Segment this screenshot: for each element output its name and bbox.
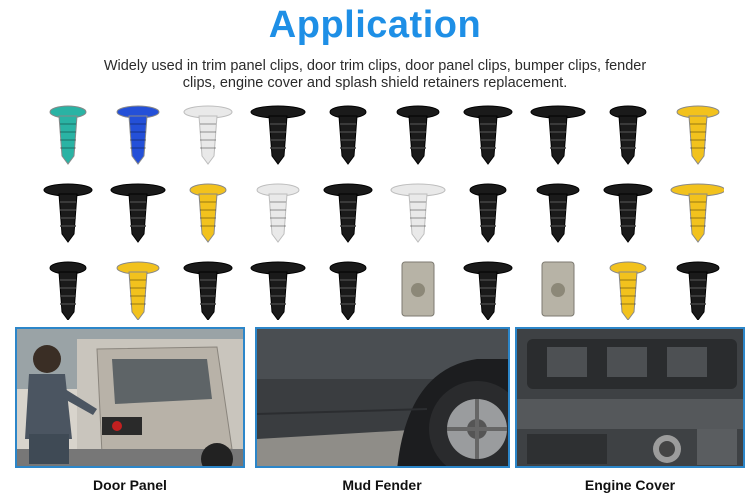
- black-square-clip-icon: [110, 183, 166, 243]
- white-nut-clip-icon: [390, 183, 446, 243]
- yellow-fork-clip-icon: [676, 105, 720, 165]
- black-flange-clip-icon: [49, 261, 87, 320]
- black-push-rivet-icon: [396, 105, 440, 165]
- black-prong-clip-icon: [530, 105, 586, 165]
- metal-u-nut-icon: [401, 261, 435, 317]
- black-mushroom-clip-icon: [43, 183, 93, 243]
- black-screw-clip-icon: [463, 105, 513, 165]
- metal-speed-nut-icon: [541, 261, 575, 317]
- caption-mud-fender: Mud Fender: [342, 477, 422, 493]
- black-bolt-icon: [603, 183, 653, 243]
- mud-fender-photo: [255, 327, 510, 468]
- black-push-pin-icon: [323, 183, 373, 243]
- black-threaded-clip-icon: [329, 261, 367, 320]
- engine-cover-photo: [515, 327, 745, 468]
- clip-grid: [43, 105, 724, 320]
- black-long-pin-icon: [469, 183, 507, 243]
- yellow-bumper-clip-icon: [116, 261, 160, 320]
- black-self-tap-screw-icon: [536, 183, 580, 243]
- teal-trim-clip-icon: [49, 105, 87, 165]
- description-text: Widely used in trim panel clips, door tr…: [103, 58, 647, 91]
- page-title: Application: [268, 4, 482, 46]
- door-panel-photo: [15, 327, 245, 468]
- blue-trim-clip-icon: [116, 105, 160, 165]
- caption-engine-cover: Engine Cover: [584, 477, 676, 493]
- yellow-retainer-icon: [609, 261, 647, 320]
- white-rivet-icon: [256, 183, 300, 243]
- caption-door-panel: Door Panel: [93, 477, 167, 493]
- black-expansion-rivet-icon: [676, 261, 720, 320]
- black-panel-clip-icon: [250, 105, 306, 165]
- black-round-clip-icon: [463, 261, 513, 320]
- white-trim-clip-icon: [183, 105, 233, 165]
- black-fir-tree-clip-icon: [329, 105, 367, 165]
- yellow-box-clip-icon: [670, 183, 724, 243]
- black-ring-clip-icon: [250, 261, 306, 320]
- black-wing-clip-icon: [609, 105, 647, 165]
- yellow-flat-clip-icon: [189, 183, 227, 243]
- black-narrow-clip-icon: [183, 261, 233, 320]
